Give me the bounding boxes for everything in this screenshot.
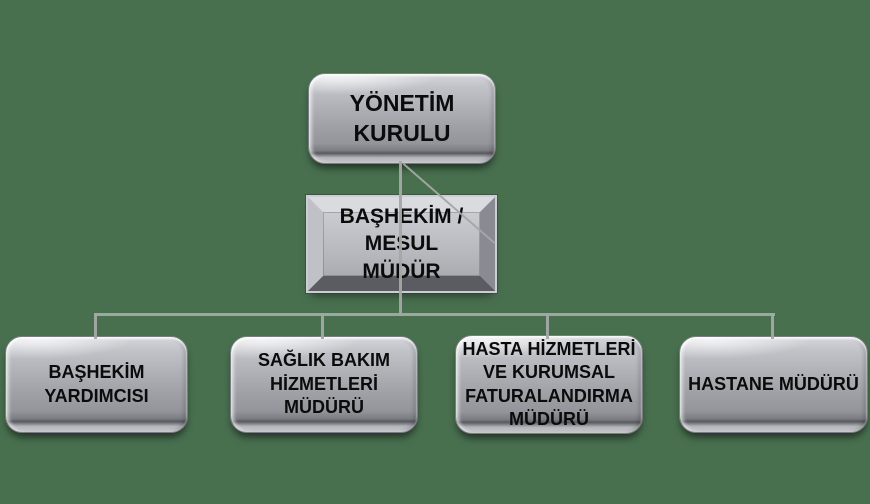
connector-drop-bashekim-yardimcisi: [94, 313, 97, 339]
node-hasta-hizmetleri-muduru-label: HASTA HİZMETLERİ VE KURUMSAL FATURALANDI…: [462, 338, 636, 429]
node-yonetim-kurulu: YÖNETİM KURULU: [308, 73, 496, 164]
node-hastane-muduru-label: HASTANE MÜDÜRÜ: [688, 373, 859, 394]
connector-drop-hasta-hizmetleri: [546, 313, 549, 339]
node-bashekim-yardimcisi-label: BAŞHEKİM YARDIMCISI: [44, 362, 149, 406]
connector-root-vertical: [399, 161, 402, 316]
connector-horizontal-bus: [94, 313, 775, 316]
connector-drop-hastane-muduru: [771, 313, 774, 339]
node-saglik-bakim-hizmetleri-muduru: SAĞLIK BAKIM HİZMETLERİ MÜDÜRÜ: [230, 336, 418, 433]
node-saglik-bakim-hizmetleri-muduru-label: SAĞLIK BAKIM HİZMETLERİ MÜDÜRÜ: [258, 350, 390, 418]
node-hasta-hizmetleri-muduru: HASTA HİZMETLERİ VE KURUMSAL FATURALANDI…: [455, 335, 643, 434]
node-bashekim-yardimcisi: BAŞHEKİM YARDIMCISI: [5, 336, 188, 433]
connector-drop-saglik-bakim: [321, 313, 324, 339]
node-yonetim-kurulu-label: YÖNETİM KURULU: [349, 89, 455, 146]
node-hastane-muduru: HASTANE MÜDÜRÜ: [679, 336, 868, 433]
